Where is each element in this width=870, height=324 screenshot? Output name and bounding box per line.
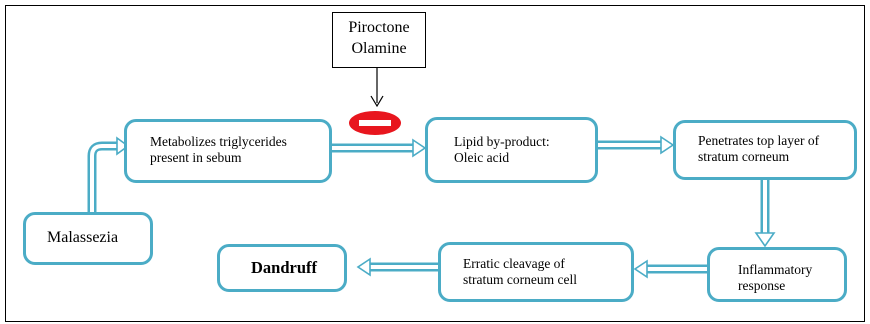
node-lipid-line2: Oleic acid xyxy=(454,150,510,165)
arrow-penetrates-to-inflammatory xyxy=(754,180,776,248)
arrow-lipid-to-penetrates xyxy=(598,135,675,155)
node-malassezia: Malassezia xyxy=(23,212,153,265)
node-erratic-line2: stratum corneum cell xyxy=(463,272,577,287)
node-lipid-by-product: Lipid by-product: Oleic acid xyxy=(425,117,598,183)
node-metabolizes-line1: Metabolizes triglycerides xyxy=(150,134,287,149)
node-penetrates-line1: Penetrates top layer of xyxy=(698,133,820,148)
agent-label-line2: Olamine xyxy=(351,40,407,57)
diagram-frame xyxy=(5,5,865,322)
node-malassezia-label: Malassezia xyxy=(47,229,119,246)
node-inflammatory-response: Inflammatory response xyxy=(707,247,847,302)
inhibition-symbol-icon xyxy=(349,111,401,135)
arrow-malassezia-to-metabolizes xyxy=(87,136,130,213)
node-metabolizes-line2: present in sebum xyxy=(150,150,242,165)
node-dandruff: Dandruff xyxy=(217,244,347,292)
node-erratic-cleavage: Erratic cleavage of stratum corneum cell xyxy=(438,242,634,302)
arrow-metabolizes-to-lipid xyxy=(332,138,427,158)
node-lipid-line1: Lipid by-product: xyxy=(454,134,550,149)
node-dandruff-label: Dandruff xyxy=(251,258,318,277)
node-metabolizes-triglycerides: Metabolizes triglycerides present in seb… xyxy=(124,119,332,183)
node-penetrates-stratum-corneum: Penetrates top layer of stratum corneum xyxy=(673,120,857,180)
arrow-agent-to-inhibition xyxy=(370,68,384,108)
arrow-erratic-to-dandruff xyxy=(356,257,438,277)
agent-box-piroctone-olamine: Piroctone Olamine xyxy=(332,12,426,68)
node-penetrates-line2: stratum corneum xyxy=(698,149,790,164)
node-inflammatory-line1: Inflammatory xyxy=(738,262,813,277)
agent-label-line1: Piroctone xyxy=(348,19,410,36)
node-erratic-line1: Erratic cleavage of xyxy=(463,256,565,271)
arrow-inflammatory-to-erratic xyxy=(633,259,710,279)
node-inflammatory-line2: response xyxy=(738,278,786,293)
